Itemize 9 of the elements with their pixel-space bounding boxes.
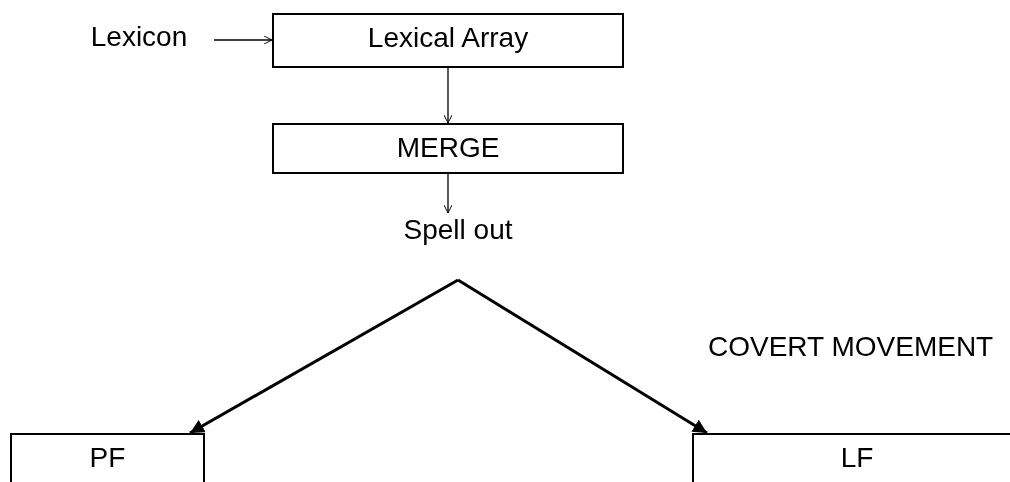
arrow — [457, 278, 708, 435]
process-box: PF — [10, 433, 205, 482]
process-box: LF — [692, 433, 1010, 482]
node-text: Spell out — [388, 213, 528, 280]
process-box: Lexical Array — [272, 13, 624, 68]
process-box: MERGE — [272, 123, 624, 174]
annotation-text: COVERT MOVEMENT — [708, 330, 994, 364]
arrow — [189, 278, 459, 435]
node-text: Lexicon — [80, 20, 198, 60]
